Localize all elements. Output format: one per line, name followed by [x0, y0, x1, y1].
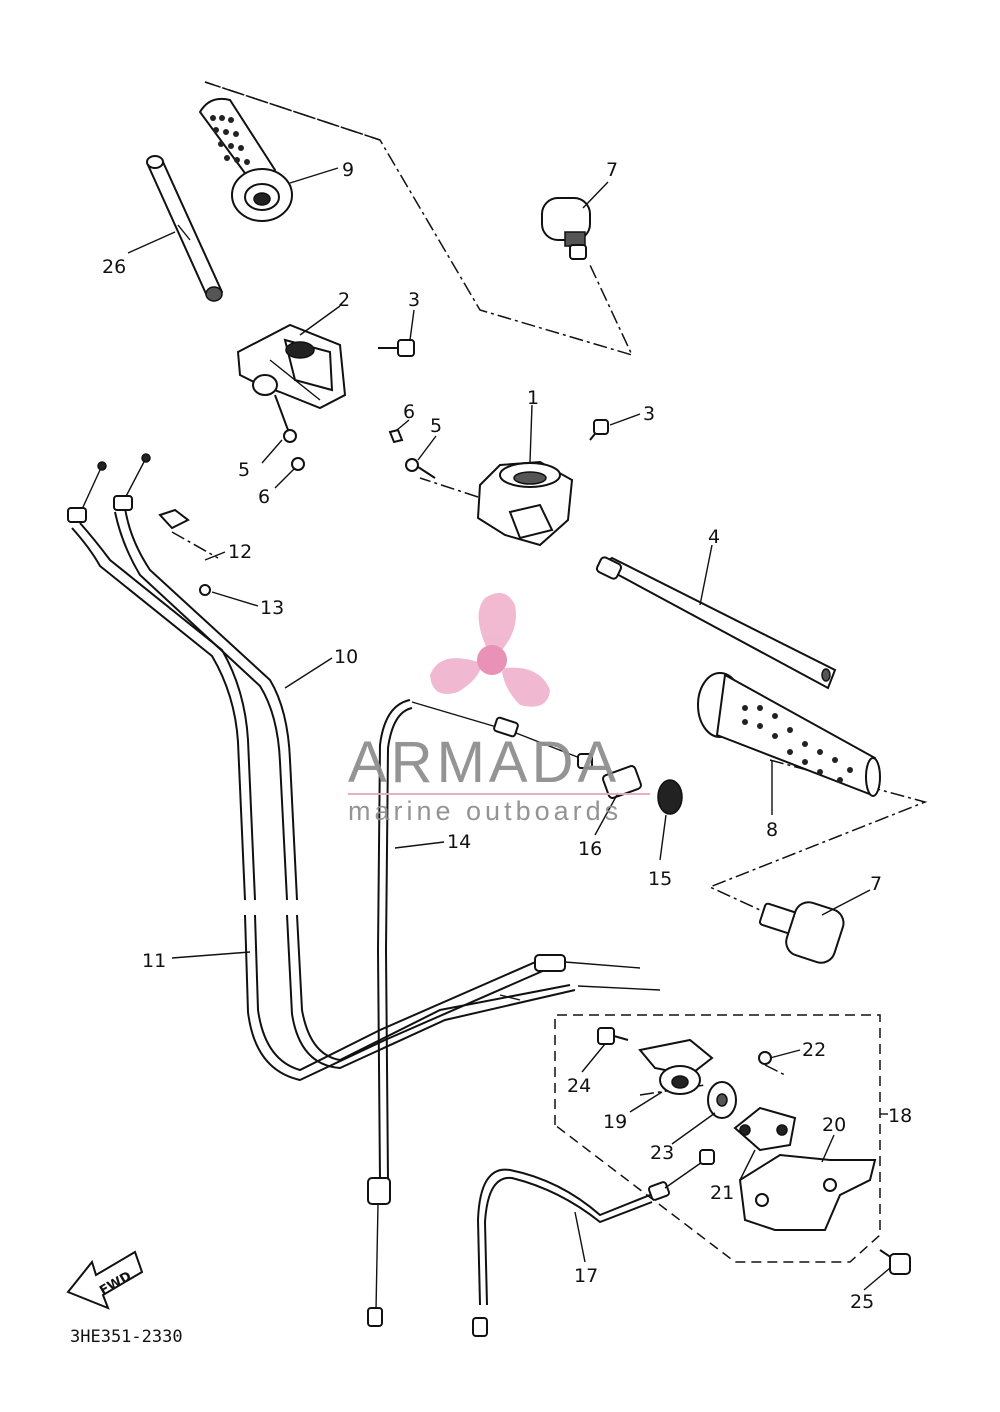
adjuster-parts [602, 765, 683, 815]
armada-watermark: ARMADA marine outboards [348, 592, 650, 826]
label-11: 11 [142, 950, 166, 972]
screw-upper-part [378, 339, 415, 357]
label-22: 22 [802, 1039, 826, 1061]
choke-lever-assembly-frame [554, 1014, 881, 1263]
label-7-lower: 7 [870, 873, 882, 895]
choke-cable [472, 1149, 715, 1337]
throttle-cables [67, 453, 661, 1082]
label-13: 13 [260, 597, 284, 619]
part-labels: 9 7 26 2 3 1 3 6 5 5 6 4 12 13 10 14 8 1… [102, 159, 912, 1313]
screw-right-part [589, 419, 609, 441]
label-24: 24 [567, 1075, 591, 1097]
label-6-upper: 6 [403, 401, 415, 423]
switch-housing-part [476, 460, 574, 547]
label-3-right: 3 [643, 403, 655, 425]
leader-lines [127, 167, 891, 1291]
clutch-cable [367, 699, 593, 1327]
label-17: 17 [574, 1265, 598, 1287]
watermark-brand: ARMADA [348, 730, 620, 795]
label-16: 16 [578, 838, 602, 860]
label-7-upper: 7 [606, 159, 618, 181]
handlebar-part [595, 556, 837, 690]
label-8: 8 [766, 819, 778, 841]
label-26: 26 [102, 256, 126, 278]
throttle-grip-part [198, 97, 293, 222]
bar-end-weight-upper-part [541, 197, 591, 260]
throttle-pipe-part [146, 155, 224, 302]
label-1: 1 [527, 387, 539, 409]
throttle-housing-part [236, 323, 347, 410]
label-18: 18 [888, 1105, 912, 1127]
small-screws-parts [274, 394, 436, 479]
label-21: 21 [710, 1182, 734, 1204]
label-6-lower: 6 [258, 486, 270, 508]
label-2: 2 [338, 289, 350, 311]
label-14: 14 [447, 831, 471, 853]
label-3-upper: 3 [408, 289, 420, 311]
diagram-code: 3HE351-2330 [70, 1327, 183, 1347]
label-5-upper: 5 [430, 415, 442, 437]
label-9: 9 [342, 159, 354, 181]
label-19: 19 [603, 1111, 627, 1133]
label-23: 23 [650, 1142, 674, 1164]
label-25: 25 [850, 1291, 874, 1313]
label-20: 20 [822, 1114, 846, 1136]
choke-lever-parts [597, 1027, 911, 1275]
label-4: 4 [708, 526, 720, 548]
watermark-tagline: marine outboards [348, 796, 622, 826]
left-grip-part [697, 672, 881, 797]
label-12: 12 [228, 541, 252, 563]
propeller-logo-icon [430, 592, 550, 707]
fwd-arrow-icon: FWD [66, 1250, 144, 1310]
bar-end-weight-lower-part [758, 901, 845, 964]
label-5-lower: 5 [238, 459, 250, 481]
label-10: 10 [334, 646, 358, 668]
label-15: 15 [648, 868, 672, 890]
